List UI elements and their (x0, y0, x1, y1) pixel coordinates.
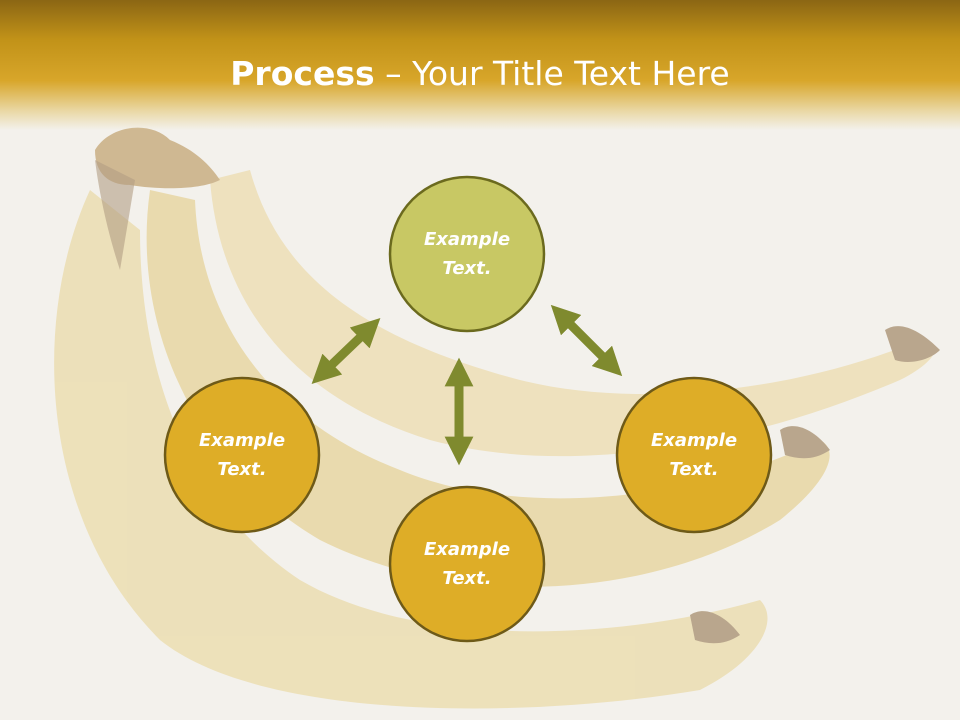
arrow-top-left (311, 318, 381, 384)
node-label-line2: Text. (442, 568, 492, 589)
node-label-line2: Text. (669, 459, 719, 480)
node-label-line1: Example (650, 430, 738, 451)
node-text-left: Example Text. (164, 426, 320, 484)
title-dash: – (374, 54, 413, 93)
title-banner: Process – Your Title Text Here (0, 0, 960, 130)
node-circle-left (163, 376, 321, 534)
node-circle-right (615, 376, 773, 534)
node-circle-top (388, 175, 546, 333)
node-text-top: Example Text. (389, 225, 545, 283)
node-circle-bottom (388, 485, 546, 643)
node-label-line1: Example (423, 229, 511, 250)
node-text-bottom: Example Text. (389, 535, 545, 593)
page-title: Process – Your Title Text Here (0, 52, 960, 96)
title-bold-part: Process (230, 54, 375, 93)
node-text-right: Example Text. (616, 426, 772, 484)
node-label-line1: Example (198, 430, 286, 451)
node-label-line2: Text. (217, 459, 267, 480)
arrow-top-right (550, 304, 623, 377)
node-label-line1: Example (423, 539, 511, 560)
node-label-line2: Text. (442, 258, 492, 279)
title-text: Your Title Text Here (412, 54, 730, 93)
